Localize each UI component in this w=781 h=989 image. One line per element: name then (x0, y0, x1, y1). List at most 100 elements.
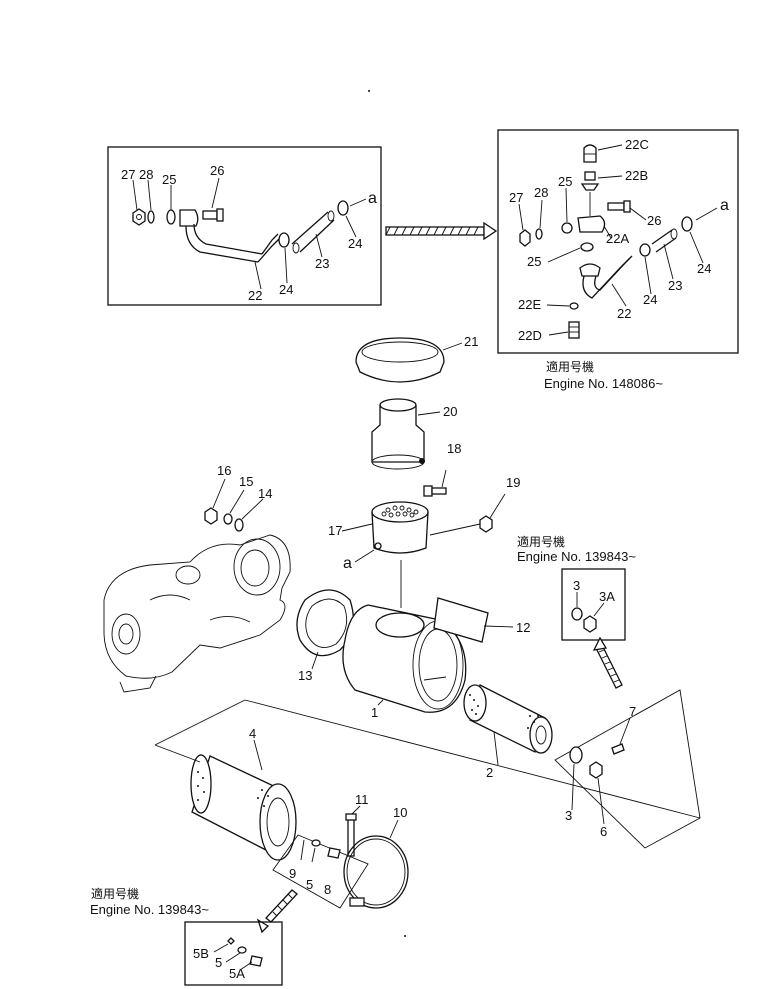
label-19: 19 (506, 475, 520, 490)
clamp-24-upper-part (337, 200, 349, 216)
label-26-right: 26 (647, 213, 661, 228)
label-22d: 22D (518, 328, 542, 343)
inset-box-5b (184, 921, 283, 986)
label-12: 12 (516, 620, 530, 635)
label-14: 14 (258, 486, 272, 501)
inset-box-right: 22C 22B 27 28 25 26 22A 25 24 23 24 22 2… (497, 129, 739, 354)
label-a-left: a (368, 190, 377, 207)
note-top-right-jp: 適用号機 (546, 359, 594, 374)
label-22-left: 22 (248, 288, 262, 303)
note-mid-right-jp: 適用号機 (517, 534, 565, 549)
label-20: 20 (443, 404, 457, 419)
label-16: 16 (217, 463, 231, 478)
assembly-plane (154, 699, 701, 819)
label-25-right-upper: 25 (558, 174, 572, 189)
body-1-part (342, 604, 467, 713)
washer-22e-part (569, 302, 579, 310)
note-top-right-engine: Engine No. 148086~ (544, 376, 663, 391)
label-sheet-12-part (433, 597, 514, 643)
cap-21-part (355, 337, 463, 383)
gasket-25-right-lower (580, 242, 594, 252)
label-27-left: 27 (121, 167, 135, 182)
screen-17-part (341, 501, 429, 554)
inset-box-left: 27 28 25 26 22 24 23 24 a (107, 146, 382, 306)
label-24-left-lower: 24 (279, 282, 293, 297)
label-22c: 22C (625, 137, 649, 152)
bolt-18-part (423, 469, 447, 497)
nut-27-part (132, 208, 146, 226)
hatched-arrow-down (592, 636, 623, 689)
bolt-26-right-part (607, 200, 631, 213)
label-7: 7 (629, 704, 636, 719)
label-23-left: 23 (315, 256, 329, 271)
label-1: 1 (371, 705, 378, 720)
hose-23-part (291, 210, 335, 254)
hose-23-right-part (651, 228, 678, 253)
nuts-leaders (212, 478, 264, 520)
tube-20-part (371, 398, 441, 470)
note-bottom-left-jp: 適用号機 (91, 886, 139, 901)
pipe-22-part (179, 209, 281, 263)
label-24-right-upper: 24 (697, 261, 711, 276)
label-26-left: 26 (210, 163, 224, 178)
nut-19-part (429, 493, 506, 536)
label-5: 5 (306, 877, 313, 892)
label-17: 17 (328, 523, 342, 538)
stray-mark (368, 90, 370, 92)
stray-mark (404, 935, 406, 937)
label-24-left-upper: 24 (348, 236, 362, 251)
label-3-inset: 3 (573, 578, 580, 593)
pipe-22-right-part (579, 255, 633, 299)
label-23-right: 23 (668, 278, 682, 293)
label-25-right-lower: 25 (527, 254, 541, 269)
cap-22c-part (583, 144, 597, 163)
label-3-panel: 3 (565, 808, 572, 823)
label-28-right: 28 (534, 185, 548, 200)
filter-4-part (190, 739, 297, 861)
clamp-24-right-lower (639, 243, 651, 257)
label-21: 21 (464, 334, 478, 349)
label-a-main: a (343, 555, 352, 572)
label-6: 6 (600, 824, 607, 839)
panel-3-6-7 (554, 689, 701, 849)
label-13: 13 (298, 668, 312, 683)
gasket-13-part (296, 589, 354, 670)
clamp-24-lower-part (278, 232, 290, 248)
panel-5-8-9 (272, 834, 369, 909)
note-mid-right-engine: Engine No. 139843~ (517, 549, 636, 564)
turbocharger-outline (103, 534, 291, 693)
bolt-22d-part (568, 321, 580, 339)
bolt-26-part (202, 208, 224, 222)
label-22a: 22A (606, 231, 629, 246)
label-5a: 5A (229, 966, 245, 981)
hatched-arrow-down-left (256, 889, 298, 934)
label-8: 8 (324, 882, 331, 897)
label-11: 11 (355, 792, 369, 807)
fitting-22a-part (577, 192, 606, 233)
label-2: 2 (486, 765, 493, 780)
gasket-25-right-upper (561, 222, 573, 234)
label-10: 10 (393, 805, 407, 820)
fitting-22b-part (580, 171, 600, 191)
clamp-24-right-upper (681, 216, 693, 232)
washer-28-part (147, 210, 155, 224)
label-5-inset: 5 (215, 955, 222, 970)
label-18: 18 (447, 441, 461, 456)
nut-27-right-part (519, 229, 531, 247)
label-5b: 5B (193, 946, 209, 961)
a-main-leader (354, 549, 375, 563)
label-22e: 22E (518, 297, 541, 312)
washer-15-part (223, 513, 233, 525)
inset-right-leaders (518, 144, 718, 336)
label-22b: 22B (625, 168, 648, 183)
inset-box-3-3a (561, 568, 626, 641)
gasket-25-part (166, 209, 176, 225)
hatched-arrow (385, 221, 498, 241)
washer-28-right-part (535, 228, 543, 240)
label-24-right-lower: 24 (643, 292, 657, 307)
filter-2-part (463, 684, 553, 766)
label-15: 15 (239, 474, 253, 489)
label-4: 4 (249, 726, 256, 741)
note-bottom-left-engine: Engine No. 139843~ (90, 902, 209, 917)
